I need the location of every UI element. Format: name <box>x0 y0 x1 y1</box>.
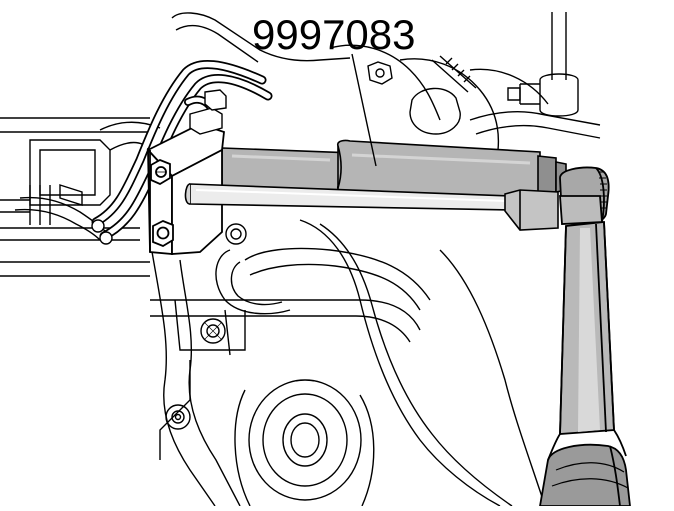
brake-lines <box>91 59 273 245</box>
callout-leader <box>351 53 377 167</box>
torque-wrench <box>538 166 632 507</box>
block-bolt-upper <box>150 159 171 186</box>
block-bolt-lower <box>152 220 174 248</box>
subframe-background <box>0 12 601 507</box>
tool-part-number-label: 9997083 <box>252 11 416 58</box>
extension-shaft <box>184 183 559 231</box>
